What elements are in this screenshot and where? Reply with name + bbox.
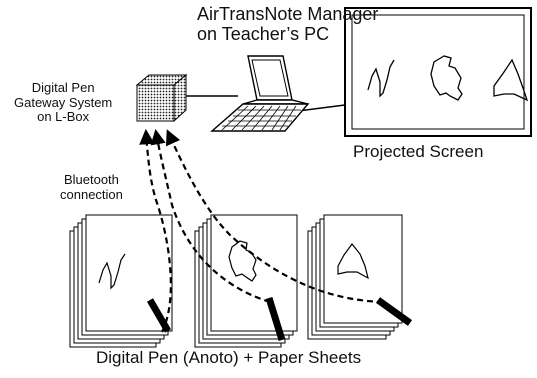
paper-stack-2 [194, 214, 298, 348]
gateway-label: Digital Pen Gateway System on L-Box [14, 80, 113, 125]
digital-pen-2-icon [265, 296, 286, 342]
paper-stack-3 [307, 214, 403, 340]
digital-pens [146, 296, 413, 342]
bluetooth-link-1 [139, 128, 172, 333]
digital-pen-1-icon [146, 298, 172, 333]
gateway-label-line-2: Gateway System [14, 94, 113, 110]
l-box-gateway-icon [135, 73, 188, 123]
laptop-icon [210, 55, 310, 132]
projected-n-stroke [367, 59, 395, 98]
digital-pen-3-icon [375, 297, 413, 326]
bluetooth-link-3 [166, 129, 384, 304]
gateway-label-line-3: on L-Box [37, 109, 90, 125]
paper-1-n-stroke [98, 253, 126, 290]
bluetooth-label-line-2: connection [60, 186, 123, 202]
projected-spiral-stroke [430, 55, 463, 101]
paper-stack-1 [69, 214, 173, 348]
bluetooth-label: Bluetooth connection [60, 172, 123, 202]
paper-2-spiral-stroke [228, 240, 257, 282]
paper-3-triangle-stroke [337, 243, 369, 280]
bluetooth-link-2 [150, 128, 271, 304]
bluetooth-links [139, 128, 384, 333]
manager-label-line-2: on Teacher’s PC [197, 24, 330, 45]
projected-screen [344, 7, 532, 137]
bluetooth-label-line-1: Bluetooth [63, 172, 119, 187]
manager-label-line-1: AirTransNote Manager [197, 4, 379, 24]
projected-screen-label: Projected Screen [353, 142, 484, 161]
gateway-label-line-1: Digital Pen [31, 80, 95, 95]
projected-triangle-stroke [493, 58, 529, 102]
pens-paper-label: Digital Pen (Anoto) + Paper Sheets [96, 348, 362, 367]
manager-label: AirTransNote Manager on Teacher’s PC [197, 4, 378, 44]
